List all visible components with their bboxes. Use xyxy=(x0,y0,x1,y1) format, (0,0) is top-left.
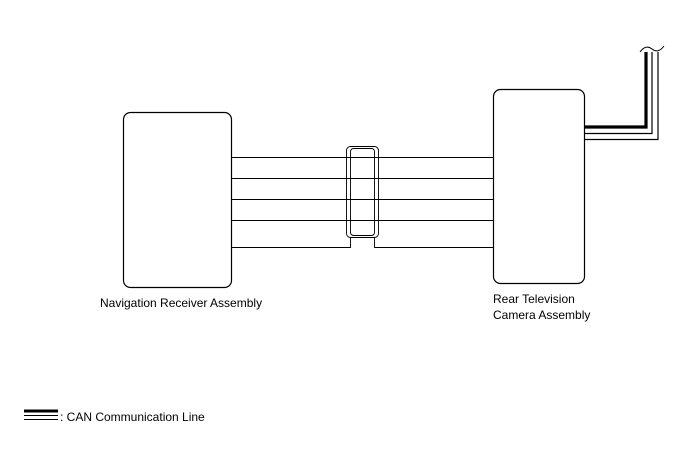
cut-mark xyxy=(639,45,665,53)
shield xyxy=(346,146,379,238)
rear-camera-label-line1: Rear Television xyxy=(493,292,575,306)
navigation-receiver-label: Navigation Receiver Assembly xyxy=(100,296,263,310)
wire-bundle xyxy=(231,157,494,248)
rear-camera-box xyxy=(492,88,586,285)
legend-can-label: : CAN Communication Line xyxy=(60,410,205,424)
wire-5-shield-drain-right xyxy=(374,237,494,248)
shield-outer xyxy=(346,146,379,238)
wire-5-shield-drain xyxy=(231,237,351,248)
shield-inner xyxy=(350,148,375,236)
can-line xyxy=(584,45,665,141)
rear-camera-label-line2: Camera Assembly xyxy=(493,308,591,322)
legend-can-symbol xyxy=(24,409,58,421)
navigation-receiver-box xyxy=(122,111,233,289)
